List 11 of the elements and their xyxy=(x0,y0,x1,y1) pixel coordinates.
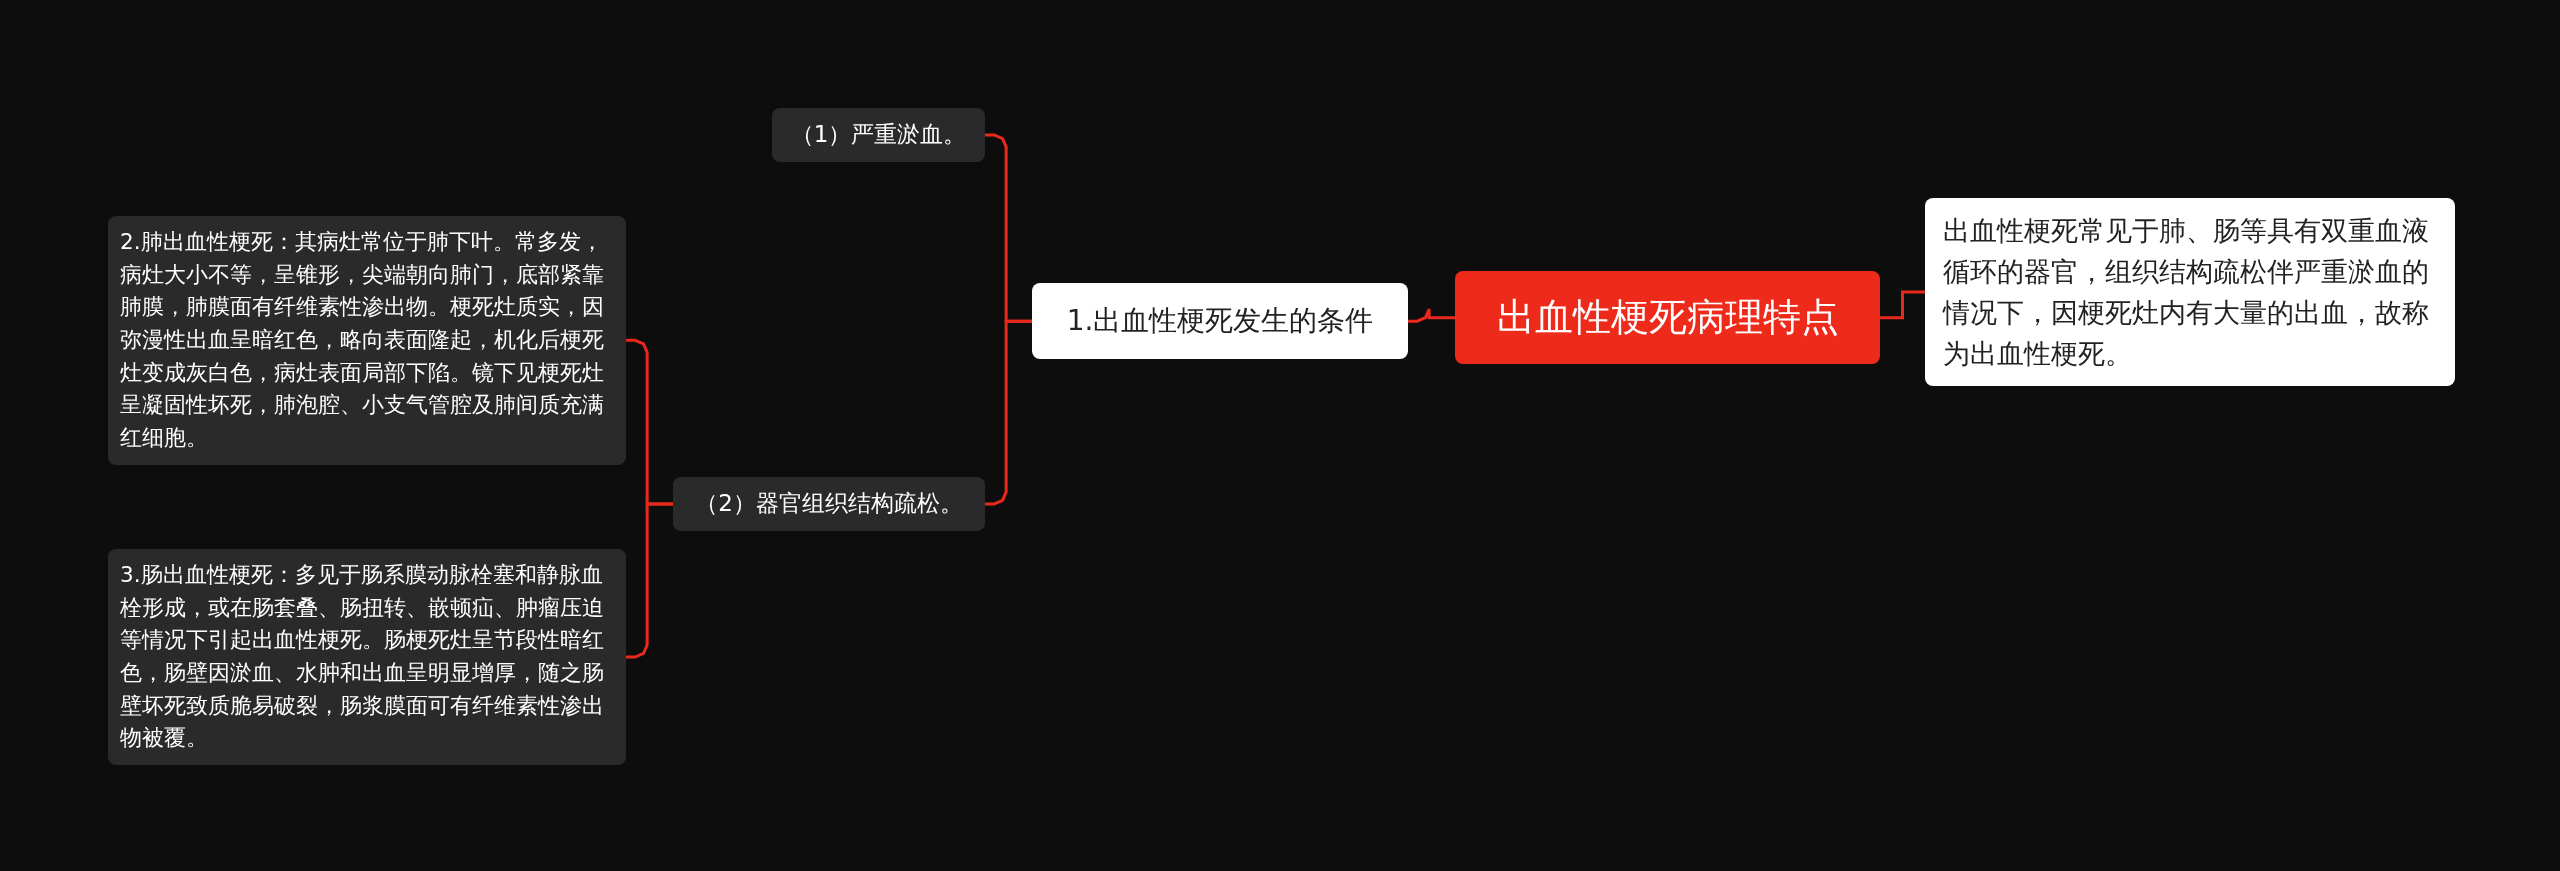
connector-line xyxy=(985,319,1032,506)
detail-box: 3.肠出血性梗死：多见于肠系膜动脉栓塞和静脉血栓形成，或在肠套叠、肠扭转、嵌顿疝、肿瘤压迫等情况下引起出血性梗死。肠梗死灶呈节段性暗红色，肠壁因淤血、水肿和出血呈明显增厚，随之肠壁坏死致质脆易破裂，肠浆膜面可有纤维素性渗出物被覆。 xyxy=(108,549,626,766)
description-box: 出血性梗死常见于肺、肠等具有双重血液循环的器官，组织结构疏松伴严重淤血的情况下，因梗死灶内有大量的出血，故称为出血性梗死。 xyxy=(1925,198,2455,387)
connector-line xyxy=(626,502,673,659)
connector-line xyxy=(1880,290,1925,320)
detail-box: 2.肺出血性梗死：其病灶常位于肺下叶。常多发，病灶大小不等，呈锥形，尖端朝向肺门，底部紧靠肺膜，肺膜面有纤维素性渗出物。梗死灶质实，因弥漫性出血呈暗红色，略向表面隆起，机化后梗死灶变成灰白色，病灶表面局部下陷。镜下见梗死灶呈凝固性坏死，肺泡腔、小支气管腔及肺间质充满红细胞。 xyxy=(108,216,626,465)
condition-box: （1）严重淤血。 xyxy=(772,108,985,162)
connector-line xyxy=(1408,307,1455,323)
root-topic-box: 出血性梗死病理特点 xyxy=(1455,271,1880,365)
subtopic-box: 1.出血性梗死发生的条件 xyxy=(1032,283,1408,360)
condition-box: （2）器官组织结构疏松。 xyxy=(673,477,985,531)
